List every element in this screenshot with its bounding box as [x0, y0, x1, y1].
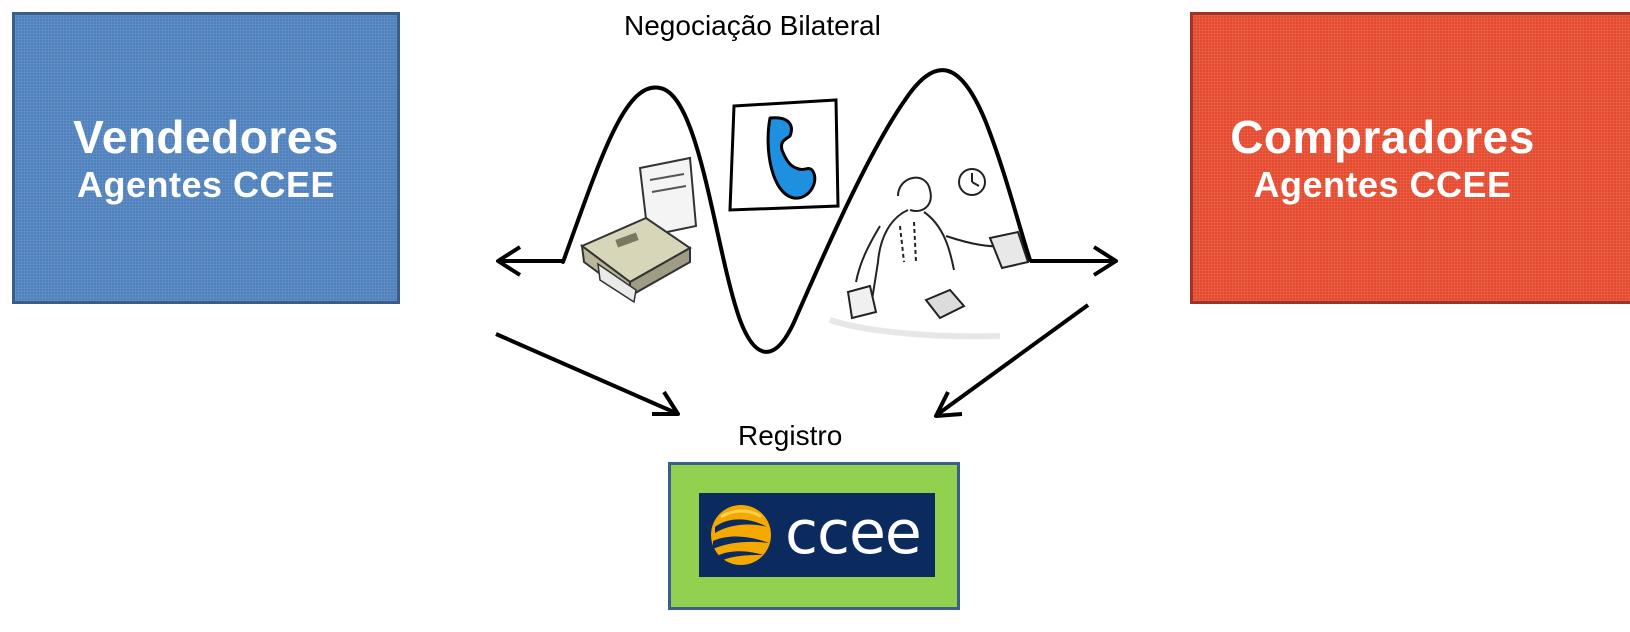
sellers-title: Vendedores [73, 111, 339, 163]
buyers-box: Compradores Agentes CCEE [1190, 12, 1630, 304]
arrow-sellers-to-registry [495, 332, 680, 416]
negotiation-wave [561, 68, 1032, 354]
buyers-subtitle: Agentes CCEE [1253, 164, 1512, 205]
registry-label: Registro [738, 420, 843, 451]
sellers-box: Vendedores Agentes CCEE [12, 12, 400, 304]
telephone-icon [728, 98, 840, 212]
arrow-to-buyers [1030, 245, 1118, 277]
negotiation-label: Negociação Bilateral [624, 10, 881, 41]
office-worker-icon [829, 168, 1030, 340]
ccee-swirl-icon [711, 505, 771, 565]
arrow-buyers-to-registry [934, 303, 1090, 418]
registry-box: ccee [668, 462, 960, 610]
ccee-logo: ccee [699, 493, 935, 577]
sellers-subtitle: Agentes CCEE [76, 164, 336, 205]
fax-machine-icon [580, 156, 698, 304]
buyers-title: Compradores [1230, 111, 1535, 163]
arrow-to-sellers [496, 245, 563, 277]
ccee-logo-text: ccee [785, 498, 922, 568]
